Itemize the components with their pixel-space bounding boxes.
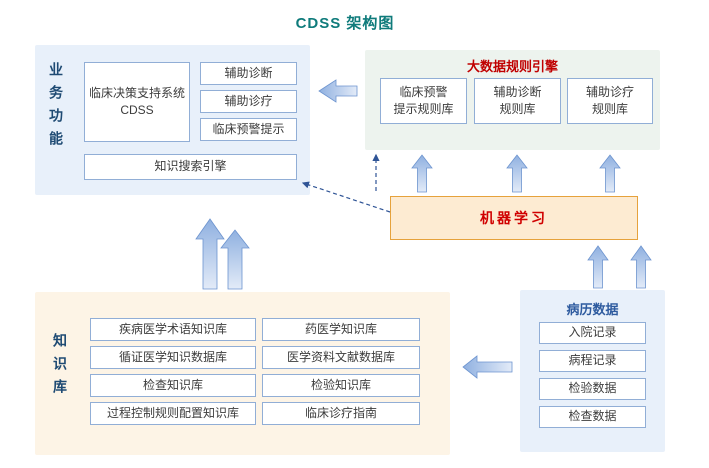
arrow-kb-to-business-icon <box>195 218 250 290</box>
arrow-rules-to-business-icon <box>318 79 358 103</box>
kb-item-medical-literature: 医学资料文献数据库 <box>262 346 420 369</box>
record-item-lab-data: 检验数据 <box>539 378 646 400</box>
record-item-admission: 入院记录 <box>539 322 646 344</box>
record-item-exam-data: 检查数据 <box>539 406 646 428</box>
business-functions-label: 业务功能 <box>48 62 64 154</box>
kb-item-process-control-rules: 过程控制规则配置知识库 <box>90 402 256 425</box>
knowledge-search-engine-box: 知识搜索引擎 <box>84 154 297 180</box>
page-title: CDSS 架构图 <box>295 15 395 32</box>
knowledge-base-label: 知识库 <box>52 333 68 402</box>
arrow-records-to-kb-icon <box>462 355 513 379</box>
kb-item-lab-test: 检验知识库 <box>262 374 420 397</box>
business-item-aux-diagnosis: 辅助诊断 <box>200 62 297 85</box>
rules-engine-title: 大数据规则引擎 <box>466 59 558 74</box>
record-item-progress: 病程记录 <box>539 350 646 372</box>
business-item-clinical-warning: 临床预警提示 <box>200 118 297 141</box>
machine-learning-box: 机器学习 <box>390 196 638 240</box>
cdss-system-box: 临床决策支持系统 CDSS <box>84 62 190 142</box>
arrow-records-to-ml-icon <box>587 245 652 289</box>
kb-item-disease-terminology: 疾病医学术语知识库 <box>90 318 256 341</box>
rule-box-clinical-warning: 临床预警 提示规则库 <box>380 78 467 124</box>
business-item-aux-treatment: 辅助诊疗 <box>200 90 297 113</box>
rule-box-aux-diagnosis: 辅助诊断 规则库 <box>474 78 561 124</box>
kb-item-examination: 检查知识库 <box>90 374 256 397</box>
kb-item-evidence-medicine: 循证医学知识数据库 <box>90 346 256 369</box>
dashed-arrow-ml-to-search-icon <box>301 181 391 213</box>
kb-item-pharmacy: 药医学知识库 <box>262 318 420 341</box>
arrow-ml-to-rules-icon <box>411 154 621 193</box>
rule-box-aux-treatment: 辅助诊疗 规则库 <box>567 78 653 124</box>
medical-records-title: 病历数据 <box>566 302 619 317</box>
kb-item-clinical-guidelines: 临床诊疗指南 <box>262 402 420 425</box>
